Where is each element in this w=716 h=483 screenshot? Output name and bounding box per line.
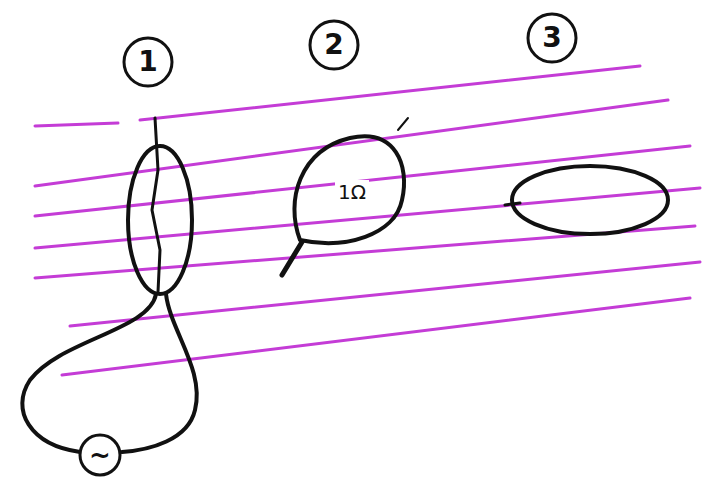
loop-tick: [398, 118, 408, 130]
callout-text: 1: [138, 48, 157, 76]
field-lines: [35, 66, 700, 375]
callout-text: 2: [324, 31, 343, 59]
resistor-symbol: [282, 242, 302, 275]
field-line: [140, 66, 640, 120]
source-symbol: ~: [89, 442, 111, 468]
callout-number: 1: [122, 36, 174, 88]
wire-loop: [294, 136, 404, 243]
callout-number: 3: [526, 12, 578, 64]
lead-wire: [22, 294, 156, 452]
resistance-label: 1Ω: [335, 180, 369, 204]
callout-text: 3: [542, 24, 561, 52]
ac-source: ~: [78, 433, 122, 477]
callout-number: 2: [308, 19, 360, 71]
lead-wire: [122, 294, 197, 452]
loop-gap: [505, 203, 520, 205]
field-line: [62, 298, 690, 375]
field-line: [35, 100, 668, 186]
loop-wire: [152, 118, 160, 292]
wire-loop: [512, 166, 668, 234]
field-line: [35, 123, 118, 126]
